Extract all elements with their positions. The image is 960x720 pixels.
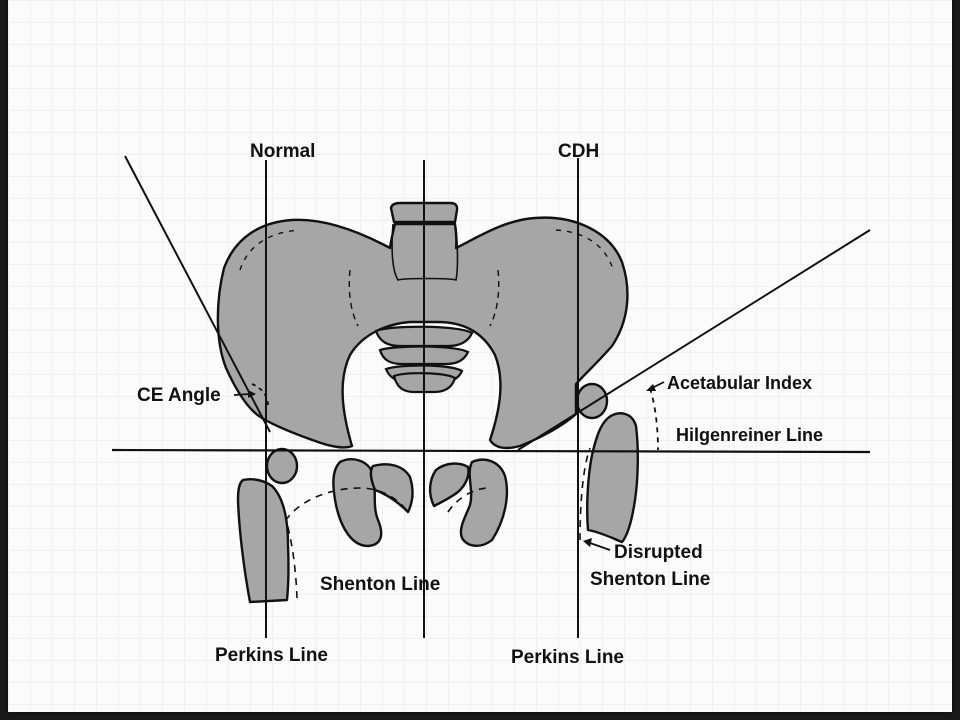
label-normal: Normal bbox=[250, 141, 315, 162]
shenton-line-disrupted-2 bbox=[447, 487, 487, 513]
label-disrupted-shenton-line: Shenton Line bbox=[590, 569, 710, 590]
right-femur bbox=[586, 412, 640, 544]
label-acetabular-index: Acetabular Index bbox=[667, 373, 812, 393]
right-femoral-head bbox=[575, 382, 609, 420]
label-perkins-line-right: Perkins Line bbox=[511, 647, 624, 668]
acetabular-arrowhead bbox=[646, 384, 656, 391]
ce-angle-arrowhead bbox=[248, 390, 256, 398]
sacrum-details bbox=[239, 223, 615, 327]
right-si-joint bbox=[489, 269, 500, 327]
right-pubis bbox=[428, 462, 470, 508]
label-disrupted: Disrupted bbox=[614, 542, 703, 563]
shenton-line-normal bbox=[285, 487, 409, 599]
left-iliac-crest-inner bbox=[239, 229, 301, 271]
label-hilgenreiner-line: Hilgenreiner Line bbox=[676, 425, 823, 445]
paper-background bbox=[8, 0, 952, 712]
label-perkins-line-left: Perkins Line bbox=[215, 645, 328, 666]
left-pubis bbox=[369, 463, 414, 514]
left-si-joint bbox=[348, 269, 359, 327]
arrows bbox=[233, 381, 665, 551]
pelvis-main bbox=[216, 216, 629, 450]
ce-angle-arrow-shaft bbox=[233, 393, 251, 396]
pelvis-bones bbox=[216, 201, 640, 604]
disrupted-arrow-shaft bbox=[589, 542, 611, 551]
acetabular-index-line bbox=[517, 229, 871, 451]
label-shenton-line: Shenton Line bbox=[320, 574, 440, 595]
disrupted-arrowhead bbox=[583, 538, 592, 547]
right-ischium bbox=[459, 458, 509, 547]
acetabular-index-arc bbox=[649, 387, 659, 451]
ce-angle-line bbox=[124, 155, 271, 433]
label-ce-angle: CE Angle bbox=[137, 385, 221, 406]
ce-angle-arc bbox=[251, 383, 269, 407]
left-femoral-head bbox=[265, 447, 299, 485]
hilgenreiner-line bbox=[111, 448, 871, 454]
right-iliac-crest-inner bbox=[555, 229, 615, 273]
sacrum-border bbox=[391, 223, 459, 282]
reference-lines bbox=[111, 155, 871, 638]
label-cdh: CDH bbox=[558, 141, 599, 162]
left-femur bbox=[236, 478, 290, 604]
labels: Normal CDH CE Angle Acetabular Index Hil… bbox=[137, 141, 823, 668]
